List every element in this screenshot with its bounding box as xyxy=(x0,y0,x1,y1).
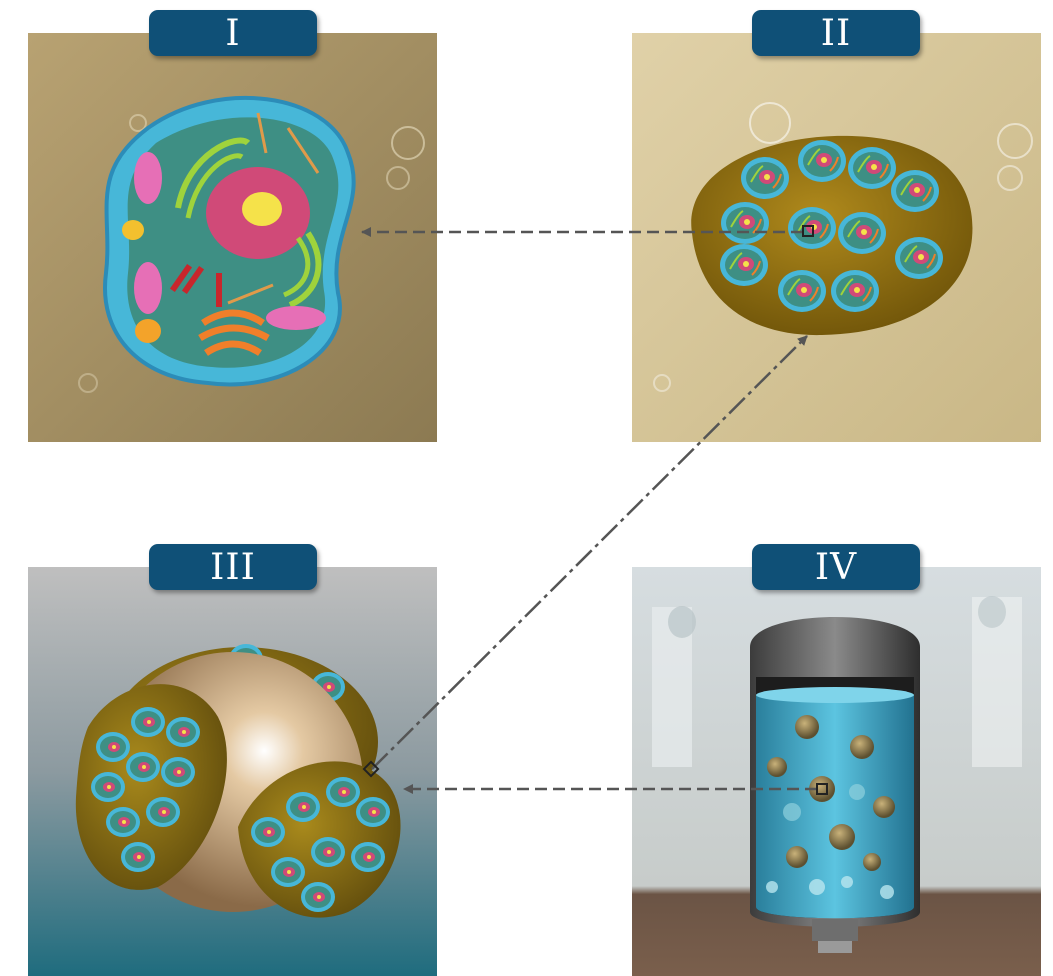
panel-iv-label: IV xyxy=(752,544,920,590)
cell-aggregate-illustration xyxy=(691,136,972,335)
panel-iv-bioreactor xyxy=(632,567,1041,976)
cell-illustration xyxy=(105,98,354,385)
panel-ii-label: II xyxy=(752,10,920,56)
panel-ii-cell-aggregate xyxy=(632,33,1041,442)
panel-i-label: I xyxy=(149,10,317,56)
bioreactor-illustration xyxy=(750,617,920,953)
panel-i-single-cell xyxy=(28,33,437,442)
panel-iii-label: III xyxy=(149,544,317,590)
panel-iii-carrier-bead xyxy=(28,567,437,976)
